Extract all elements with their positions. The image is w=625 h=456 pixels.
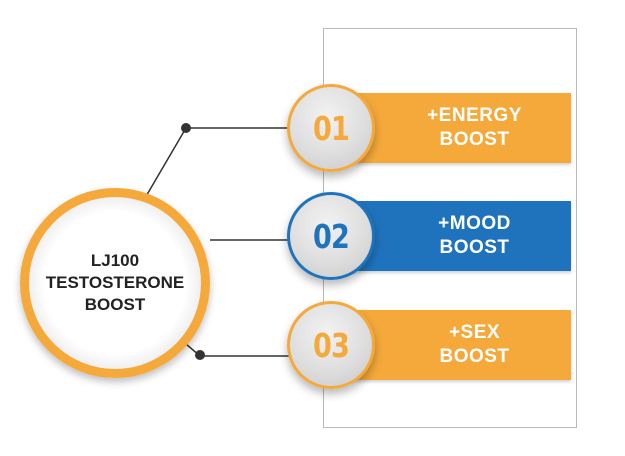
number-label-01: 01 bbox=[312, 108, 350, 148]
benefit-label-mood: +MOOD BOOST bbox=[438, 213, 511, 258]
number-badge-01: 01 bbox=[287, 84, 375, 172]
main-title: LJ100 TESTOSTERONE BOOST bbox=[45, 251, 185, 314]
number-label-03: 03 bbox=[312, 325, 350, 365]
connector-dot-01 bbox=[181, 123, 191, 133]
main-circle: LJ100 TESTOSTERONE BOOST bbox=[20, 188, 210, 378]
connector-dot-03 bbox=[195, 350, 205, 360]
benefit-label-sex: +SEX BOOST bbox=[439, 322, 510, 367]
number-label-02: 02 bbox=[312, 216, 350, 256]
number-badge-03: 03 bbox=[287, 301, 375, 389]
connector-line-01 bbox=[137, 127, 300, 211]
number-badge-02: 02 bbox=[287, 192, 375, 280]
benefit-label-energy: +ENERGY BOOST bbox=[427, 105, 522, 150]
